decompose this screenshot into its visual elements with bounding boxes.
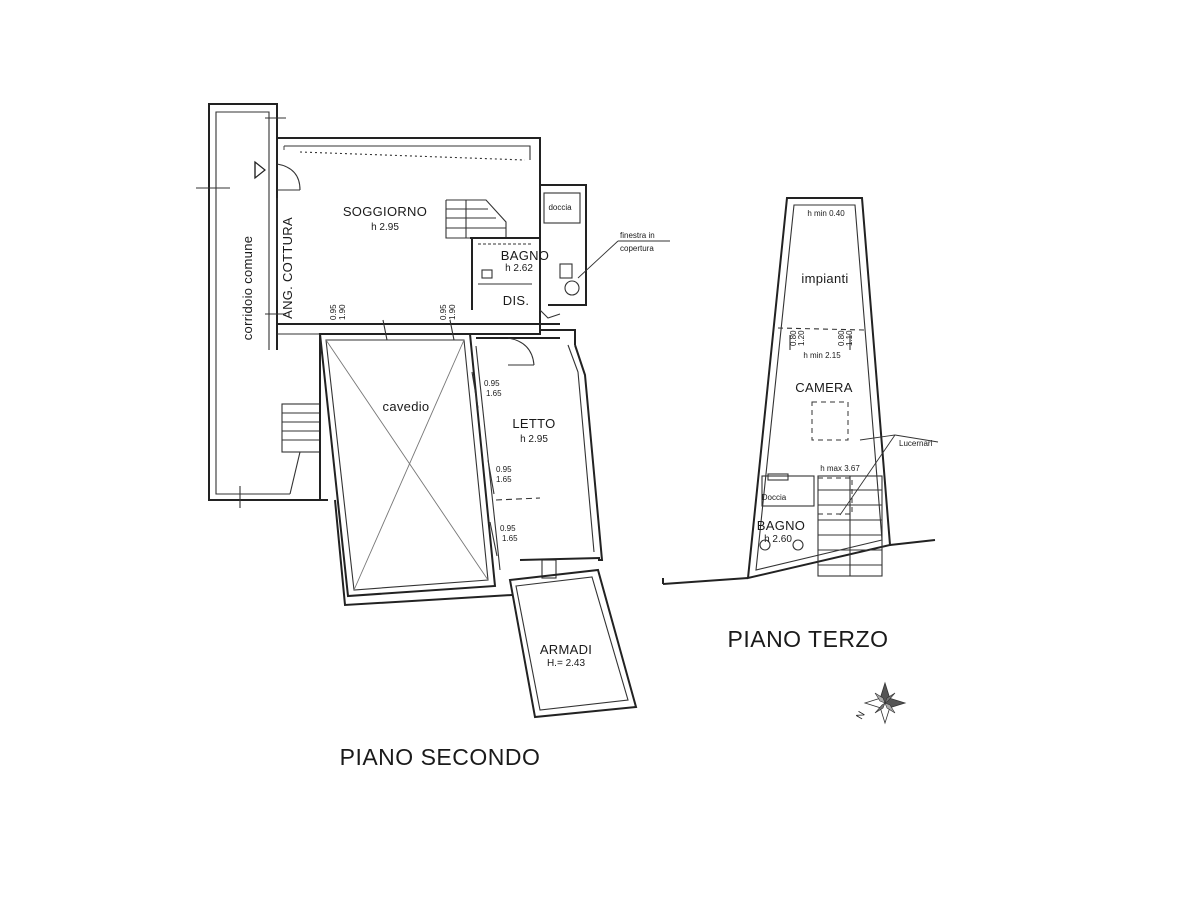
- window-dim-2-w: 0.95: [439, 304, 448, 320]
- window-dim-3-w: 0.95: [484, 379, 500, 388]
- window-note-leader: [577, 240, 619, 279]
- impianti-height: h min 0.40: [807, 209, 845, 218]
- camera-height-max: h max 3.67: [820, 464, 860, 473]
- armadi-label: ARMADI: [540, 642, 592, 657]
- window-dim-5: 0.95 1.65: [500, 524, 518, 543]
- window-dim-5-w: 0.95: [500, 524, 516, 533]
- doccia-terzo-label: Doccia: [762, 493, 787, 502]
- bagno-walls: [470, 184, 587, 319]
- skylights-label: Lucernari: [899, 439, 933, 448]
- window-dim-terzo-1: 0.80 1.20: [789, 330, 806, 346]
- entrance-arrow-icon: [254, 160, 266, 180]
- dis-label: DIS.: [503, 293, 529, 308]
- bagno-terzo-height: h 2.60: [764, 534, 792, 545]
- soggiorno-stair: [445, 199, 507, 239]
- corridoio-label: corridoio comune: [240, 236, 255, 341]
- window-dim-5-h: 1.65: [502, 534, 518, 543]
- doccia-label: doccia: [548, 203, 572, 212]
- window-dim-4-w: 0.95: [496, 465, 512, 474]
- window-dim-terzo-1-w: 0.80: [789, 330, 798, 346]
- piano-secondo-title: PIANO SECONDO: [340, 744, 541, 770]
- window-dim-terzo-1-h: 1.20: [797, 330, 806, 346]
- window-dim-2: 0.95 1.90: [439, 304, 457, 320]
- window-dim-3-h: 1.65: [486, 389, 502, 398]
- compass-north-label: N: [855, 710, 868, 722]
- third-floor-stair: [817, 475, 883, 577]
- bagno-height: h 2.62: [505, 263, 533, 274]
- letto-label: LETTO: [512, 416, 555, 431]
- impianti-label: impianti: [801, 271, 848, 286]
- window-note-line1: finestra in: [620, 231, 655, 240]
- window-dim-1-w: 0.95: [329, 304, 338, 320]
- window-dim-2-h: 1.90: [448, 304, 457, 320]
- cavedio-area: [318, 319, 513, 607]
- window-dim-terzo-2-h: 1.10: [845, 330, 854, 346]
- ang-cottura-label: ANG. COTTURA: [280, 217, 295, 319]
- corridor-walls: [196, 103, 328, 508]
- window-note-line2: copertura: [620, 244, 654, 253]
- soggiorno-height: h 2.95: [371, 222, 399, 233]
- soggiorno-label: SOGGIORNO: [343, 204, 427, 219]
- bagno-label: BAGNO: [501, 248, 549, 263]
- window-dim-3: 0.95 1.65: [484, 379, 502, 398]
- letto-height: h 2.95: [520, 434, 548, 445]
- cavedio-label: cavedio: [383, 399, 430, 414]
- piano-terzo-title: PIANO TERZO: [728, 626, 889, 652]
- camera-label: CAMERA: [795, 380, 852, 395]
- compass-rose-icon: [863, 681, 907, 725]
- bagno-terzo-label: BAGNO: [757, 518, 805, 533]
- window-dim-terzo-2-w: 0.80: [837, 330, 846, 346]
- window-dim-4: 0.95 1.65: [496, 465, 512, 484]
- armadi-walls: [508, 568, 638, 719]
- corridor-stair: [281, 403, 321, 495]
- soggiorno-walls: [276, 137, 560, 335]
- armadi-height: H.= 2.43: [547, 658, 586, 669]
- window-dim-1-h: 1.90: [338, 304, 347, 320]
- third-floor-plan: h min 0.40 impianti h min 2.15 CAMERA h …: [662, 197, 939, 585]
- window-dim-terzo-2: 0.80 1.10: [837, 330, 854, 346]
- letto-walls: [470, 329, 604, 579]
- window-dim-4-h: 1.65: [496, 475, 512, 484]
- window-dim-1: 0.95 1.90: [329, 304, 347, 320]
- camera-height-min: h min 2.15: [803, 351, 841, 360]
- second-floor-plan: SOGGIORNO h 2.95 ANG. COTTURA corridoio …: [196, 103, 670, 719]
